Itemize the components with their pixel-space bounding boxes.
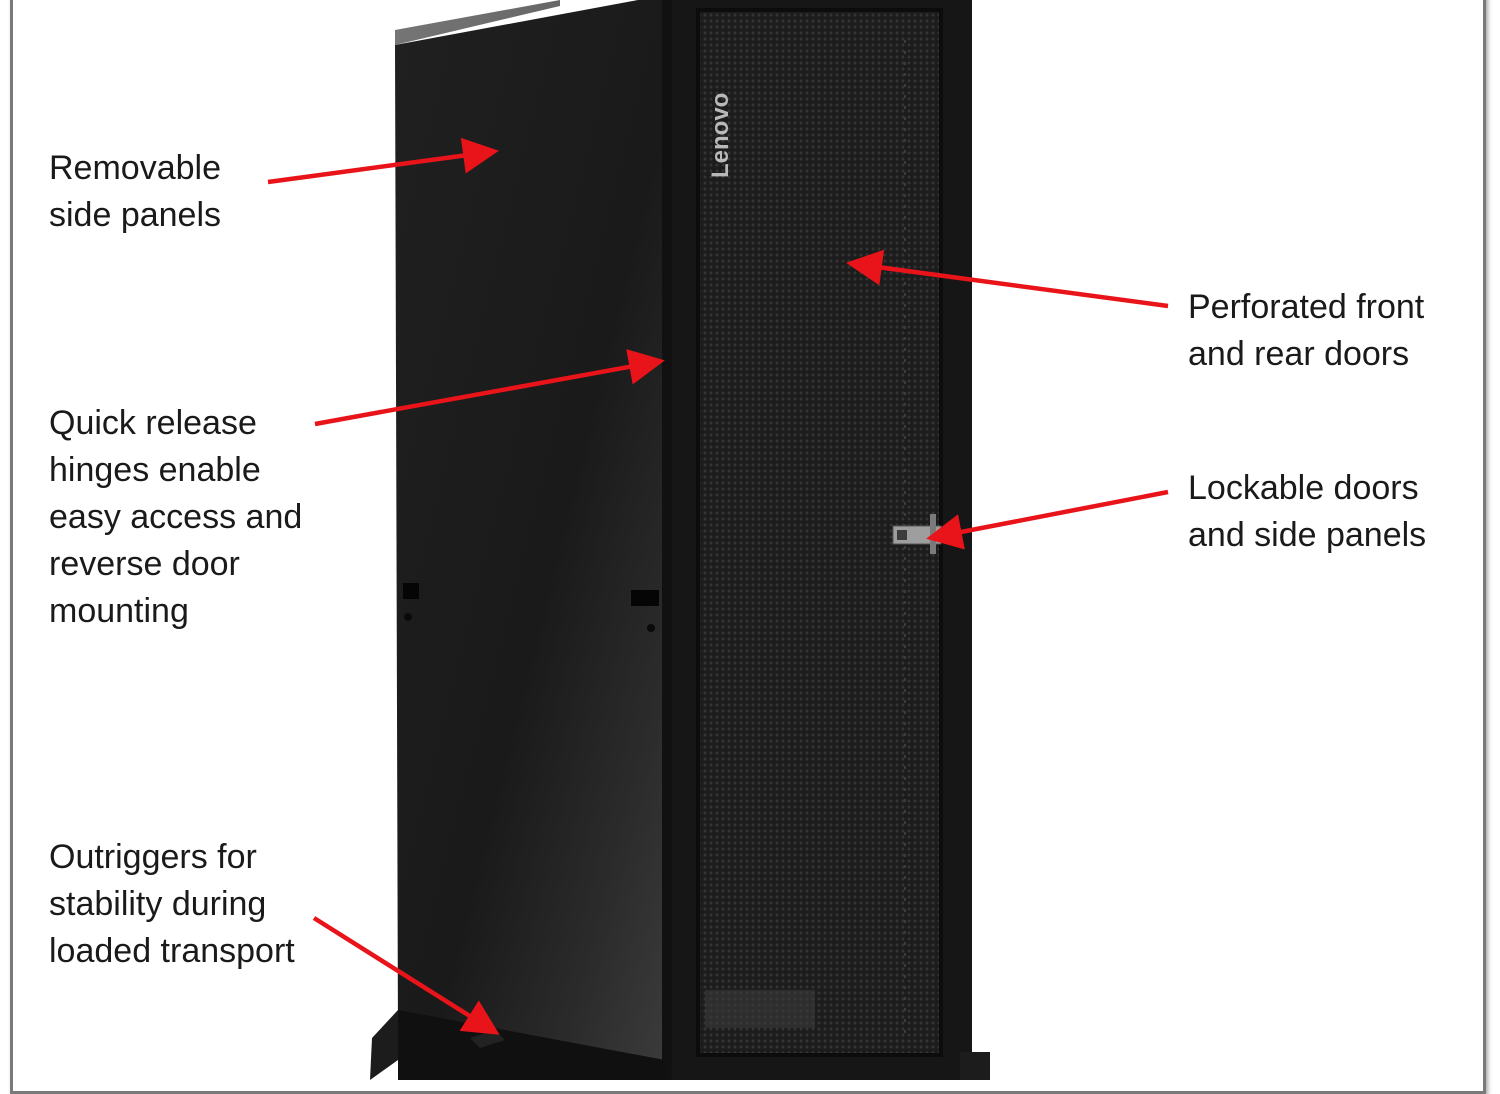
arrow-perforated-doors <box>846 249 1169 309</box>
callout-perforated-doors: Perforated front and rear doors <box>1188 288 1425 373</box>
arrow-side-panels <box>267 137 499 185</box>
callout-outriggers: Outriggers for stability during loaded t… <box>49 838 295 970</box>
lenovo-logo: Lenovo <box>707 93 734 178</box>
callout-removable-side-panels: Removable side panels <box>49 149 222 234</box>
side-handle-right <box>631 590 659 606</box>
side-latch-right <box>647 624 655 632</box>
side-handle-left <box>403 583 419 599</box>
callout-quick-release-hinges: Quick release hinges enable easy access … <box>49 404 303 630</box>
side-panel <box>395 0 668 1080</box>
callout-lockable-doors: Lockable doors and side panels <box>1188 469 1427 554</box>
arrow-hinges <box>314 349 665 427</box>
bottom-tray <box>705 990 815 1028</box>
arrow-outriggers <box>312 916 500 1035</box>
door-hinge-edge <box>662 0 674 1080</box>
arrow-lockable <box>926 489 1169 550</box>
side-latch-left <box>404 613 412 621</box>
